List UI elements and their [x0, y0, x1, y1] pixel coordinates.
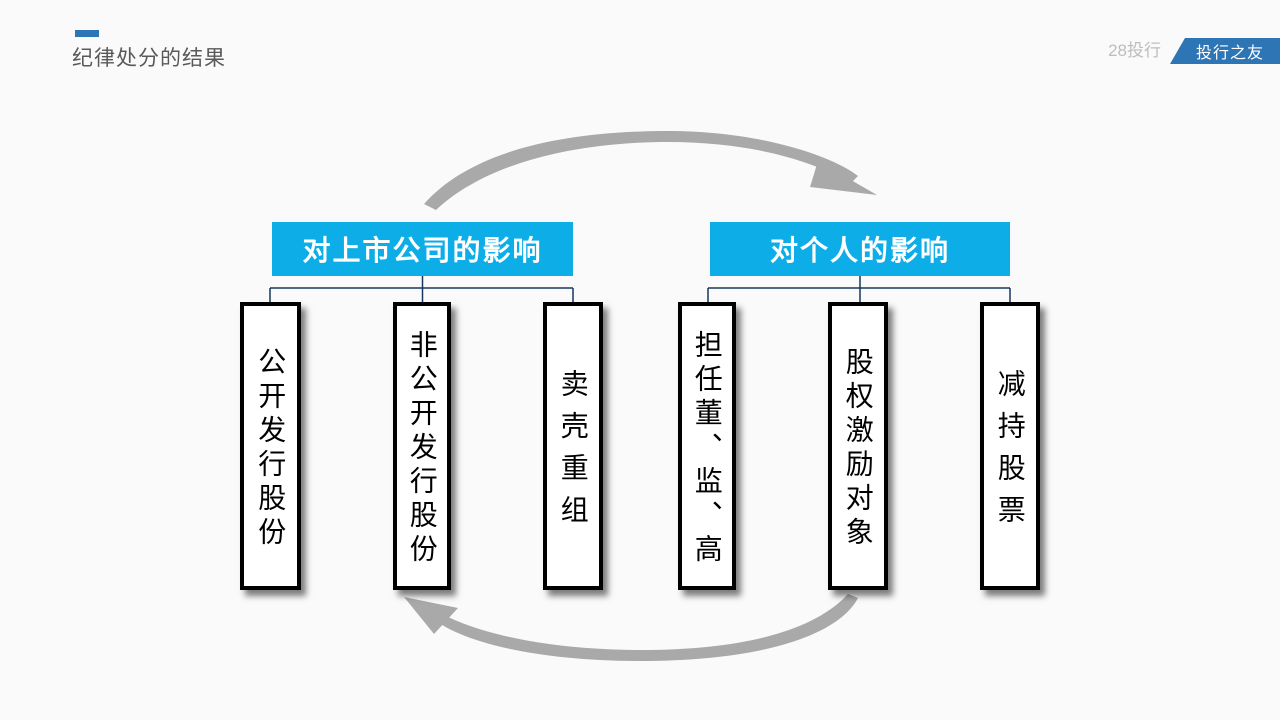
cycle-arrow-top-icon [424, 131, 877, 210]
item-label: 非公开发行股份 [406, 330, 438, 568]
brand-prefix-text: 28投行 [1108, 41, 1161, 60]
brand-badge: 投行之友 [1169, 38, 1280, 64]
title-accent-dash [75, 30, 99, 37]
brand-watermark: 28投行 投行之友 [1108, 38, 1280, 64]
item-label: 担任董、监、高 [691, 330, 723, 568]
cycle-arrow-bottom-icon [404, 594, 858, 661]
group-header-individual: 对个人的影响 [710, 222, 1010, 276]
item-box-share-reduction: 减持股票 [980, 302, 1040, 590]
group-header-listed-company: 对上市公司的影响 [272, 222, 573, 276]
item-box-shell-restructuring: 卖壳重组 [543, 302, 603, 590]
item-label: 减持股票 [994, 369, 1026, 537]
connector-tree-left [269, 276, 574, 302]
connector-tree-right [707, 276, 1011, 302]
item-box-equity-incentive: 股权激励对象 [828, 302, 888, 590]
item-box-director-supervisor-executive: 担任董、监、高 [678, 302, 736, 590]
item-box-private-offering: 非公开发行股份 [393, 302, 451, 590]
page-title: 纪律处分的结果 [72, 47, 226, 70]
item-box-public-offering: 公开发行股份 [240, 302, 301, 590]
item-label: 股权激励对象 [842, 347, 874, 551]
item-label: 公开发行股份 [255, 347, 287, 551]
item-label: 卖壳重组 [557, 369, 589, 537]
